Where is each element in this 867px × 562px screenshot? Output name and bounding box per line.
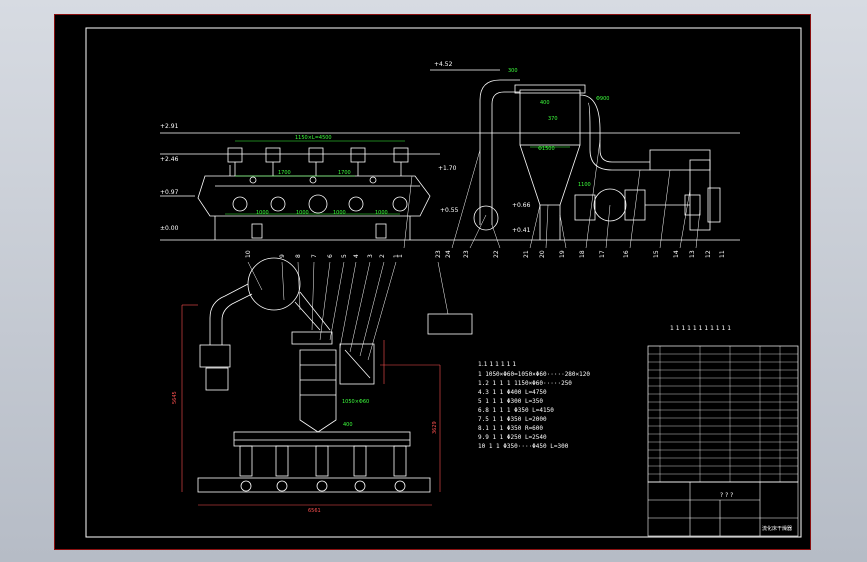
- elevation-number: 13: [689, 250, 696, 258]
- drawing-title: 流化床干燥器: [762, 525, 792, 532]
- dim-1000a: 1000: [256, 210, 269, 216]
- elevation-number: 1: [397, 254, 404, 258]
- elevation-view: [160, 69, 740, 241]
- notes-line: 5 1 1 1 Φ300 L=350: [478, 398, 543, 405]
- notes-block: 1.1 1 1 1 1 1 1 1050×Φ60=1050×Φ60·····28…: [478, 361, 590, 450]
- plan-number: 3: [367, 254, 374, 258]
- elevation-number: 24: [445, 250, 452, 258]
- title-block: [647, 481, 799, 537]
- plan-dims: [181, 304, 441, 506]
- dim-plan-height: 5645: [172, 391, 178, 404]
- plan-number: 7: [311, 254, 318, 258]
- dim-plan-400: 400: [343, 422, 353, 428]
- elev-055: +0.55: [440, 207, 459, 214]
- dim-1000c: 1000: [333, 210, 346, 216]
- elevation-number: 17: [599, 250, 606, 258]
- elevation-number: 23: [463, 250, 470, 258]
- elev-452: +4.52: [434, 61, 453, 68]
- drawing-sheet: [54, 14, 811, 550]
- elev-000: ±0.00: [160, 225, 179, 232]
- plan-view: [197, 257, 473, 493]
- elevation-number: 18: [579, 250, 586, 258]
- plan-number: 23: [435, 250, 442, 258]
- elevation-number: 19: [559, 250, 566, 258]
- notes-line: 6.8 1 1 1 Φ350 L=4150: [478, 407, 554, 414]
- elev-170: +1.70: [438, 165, 457, 172]
- dim-370: 370: [548, 116, 558, 122]
- elevation-labels: +4.52 +2.91 +2.46 +1.70 +0.97 +0.55 ±0.0…: [160, 61, 609, 234]
- elev-066: +0.66: [512, 202, 531, 209]
- notes-line: 1.2 1 1 1 1150×Φ60·····250: [478, 380, 572, 387]
- dim-plan-width: 6561: [308, 508, 321, 514]
- table-title: 1 1 1 1 1 1 1 1 1 1 1: [670, 325, 731, 332]
- plan-number: 9: [279, 254, 286, 258]
- dim-1100: 1100: [578, 182, 591, 188]
- elevation-number: 22: [493, 250, 500, 258]
- dim-1000d: 1000: [375, 210, 388, 216]
- dim-1700a: 1700: [278, 170, 291, 176]
- parts-table: 1 1 1 1 1 1 1 1 1 1 1: [647, 325, 799, 483]
- notes-line: 10 1 1 Φ350····Φ450 L=300: [478, 443, 569, 450]
- plan-number: 1: [393, 254, 400, 258]
- dim-400: 400: [540, 100, 550, 106]
- title-q: ? ? ?: [720, 492, 733, 499]
- elev-041: +0.41: [512, 227, 531, 234]
- dim-plan-right: 3629: [432, 421, 438, 434]
- elevation-number: 11: [719, 250, 726, 258]
- dim-plan-1050: 1050×Φ60: [342, 399, 369, 405]
- notes-line: 4.3 1 1 Φ400 L=4750: [478, 389, 547, 396]
- elevation-dims: [225, 140, 570, 215]
- plan-dim-labels: 6561 5645 3629 1050×Φ60 400: [172, 391, 438, 514]
- notes-line: 9.9 1 1 Φ250 L=2540: [478, 434, 547, 441]
- notes-line: 7.5 1 1 Φ350 L=2000: [478, 416, 547, 423]
- dim-1700b: 1700: [338, 170, 351, 176]
- elevation-leaders: [403, 139, 701, 249]
- elevation-number: 20: [539, 250, 546, 258]
- elevation-number: 21: [523, 250, 530, 258]
- notes-line: 1 1050×Φ60=1050×Φ60·····280×120: [478, 371, 590, 378]
- notes-title: 1.1 1 1 1 1 1: [478, 361, 516, 368]
- plan-number: 8: [295, 254, 302, 258]
- elev-246: +2.46: [160, 156, 179, 163]
- elev-291: +2.91: [160, 123, 179, 130]
- plan-number: 2: [379, 254, 386, 258]
- dim-900: Φ900: [596, 96, 609, 102]
- plan-number: 4: [353, 254, 360, 258]
- plan-number: 10: [245, 250, 252, 258]
- inner-frame: [85, 27, 802, 538]
- elev-097: +0.97: [160, 189, 179, 196]
- dim-1500: Φ1500: [538, 146, 555, 152]
- plan-leaders: [247, 261, 449, 361]
- dim-300: 300: [508, 68, 518, 74]
- elevation-number: 14: [673, 250, 680, 258]
- dim-1000b: 1000: [296, 210, 309, 216]
- elevation-number: 15: [653, 250, 660, 258]
- elevation-number: 16: [623, 250, 630, 258]
- notes-line: 8.1 1 1 Φ350 R=600: [478, 425, 543, 432]
- elevation-number: 12: [705, 250, 712, 258]
- plan-number: 5: [341, 254, 348, 258]
- dim-top-span: 1150×L=4500: [295, 135, 332, 141]
- plan-number: 6: [327, 254, 334, 258]
